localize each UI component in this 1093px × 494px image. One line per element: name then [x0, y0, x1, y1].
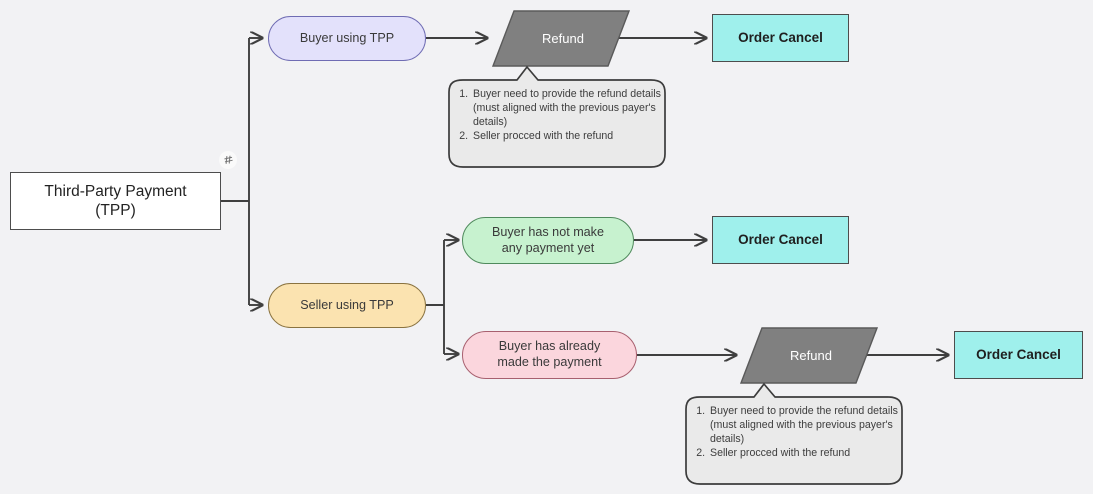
node-third-party-payment[interactable]: Third-Party Payment (TPP)	[10, 172, 221, 230]
note-top-item-2: Seller procced with the refund	[471, 130, 663, 144]
note-top-item-1: Buyer need to provide the refund details…	[471, 88, 663, 130]
node-order-cancel-bottom-label: Order Cancel	[976, 346, 1061, 362]
node-refund-bottom-label: Refund	[790, 348, 832, 363]
node-order-cancel-bottom[interactable]: Order Cancel	[954, 331, 1083, 379]
node-refund-bottom[interactable]: Refund	[740, 327, 878, 384]
note-top-bubble	[448, 66, 666, 168]
note-bottom-bubble	[685, 383, 903, 485]
node-buyer-already-paid[interactable]: Buyer has already made the payment	[462, 331, 637, 379]
node-refund-top-label: Refund	[542, 31, 584, 46]
node-buyer-no-payment[interactable]: Buyer has not make any payment yet	[462, 217, 634, 264]
connector-handle-icon[interactable]	[219, 151, 237, 169]
node-seller-using-tpp[interactable]: Seller using TPP	[268, 283, 426, 328]
note-refund-top: Buyer need to provide the refund details…	[441, 66, 673, 170]
node-buyer-no-payment-line1: Buyer has not make	[491, 224, 604, 239]
note-bottom-item-2: Seller procced with the refund	[708, 447, 900, 461]
node-buyer-already-paid-line2: made the payment	[497, 355, 602, 369]
node-buyer-already-paid-line1: Buyer has already	[498, 339, 601, 354]
node-refund-top[interactable]: Refund	[492, 10, 630, 67]
node-root-label-line1: Third-Party Payment	[44, 182, 187, 200]
connector-handle-glyph	[223, 155, 233, 164]
node-buyer-using-tpp[interactable]: Buyer using TPP	[268, 16, 426, 61]
note-bottom-item-1: Buyer need to provide the refund details…	[708, 405, 900, 447]
node-order-cancel-top[interactable]: Order Cancel	[712, 14, 849, 62]
node-order-cancel-middle[interactable]: Order Cancel	[712, 216, 849, 264]
node-order-cancel-middle-label: Order Cancel	[738, 231, 823, 247]
note-refund-bottom: Buyer need to provide the refund details…	[678, 383, 910, 487]
node-seller-using-tpp-label: Seller using TPP	[300, 297, 394, 312]
node-root-label-line2: (TPP)	[95, 202, 136, 219]
node-order-cancel-top-label: Order Cancel	[738, 29, 823, 45]
refund-bottom-shape	[740, 327, 878, 384]
node-buyer-no-payment-line2: any payment yet	[501, 240, 595, 255]
refund-top-shape	[492, 10, 630, 67]
node-buyer-using-tpp-label: Buyer using TPP	[299, 30, 395, 45]
